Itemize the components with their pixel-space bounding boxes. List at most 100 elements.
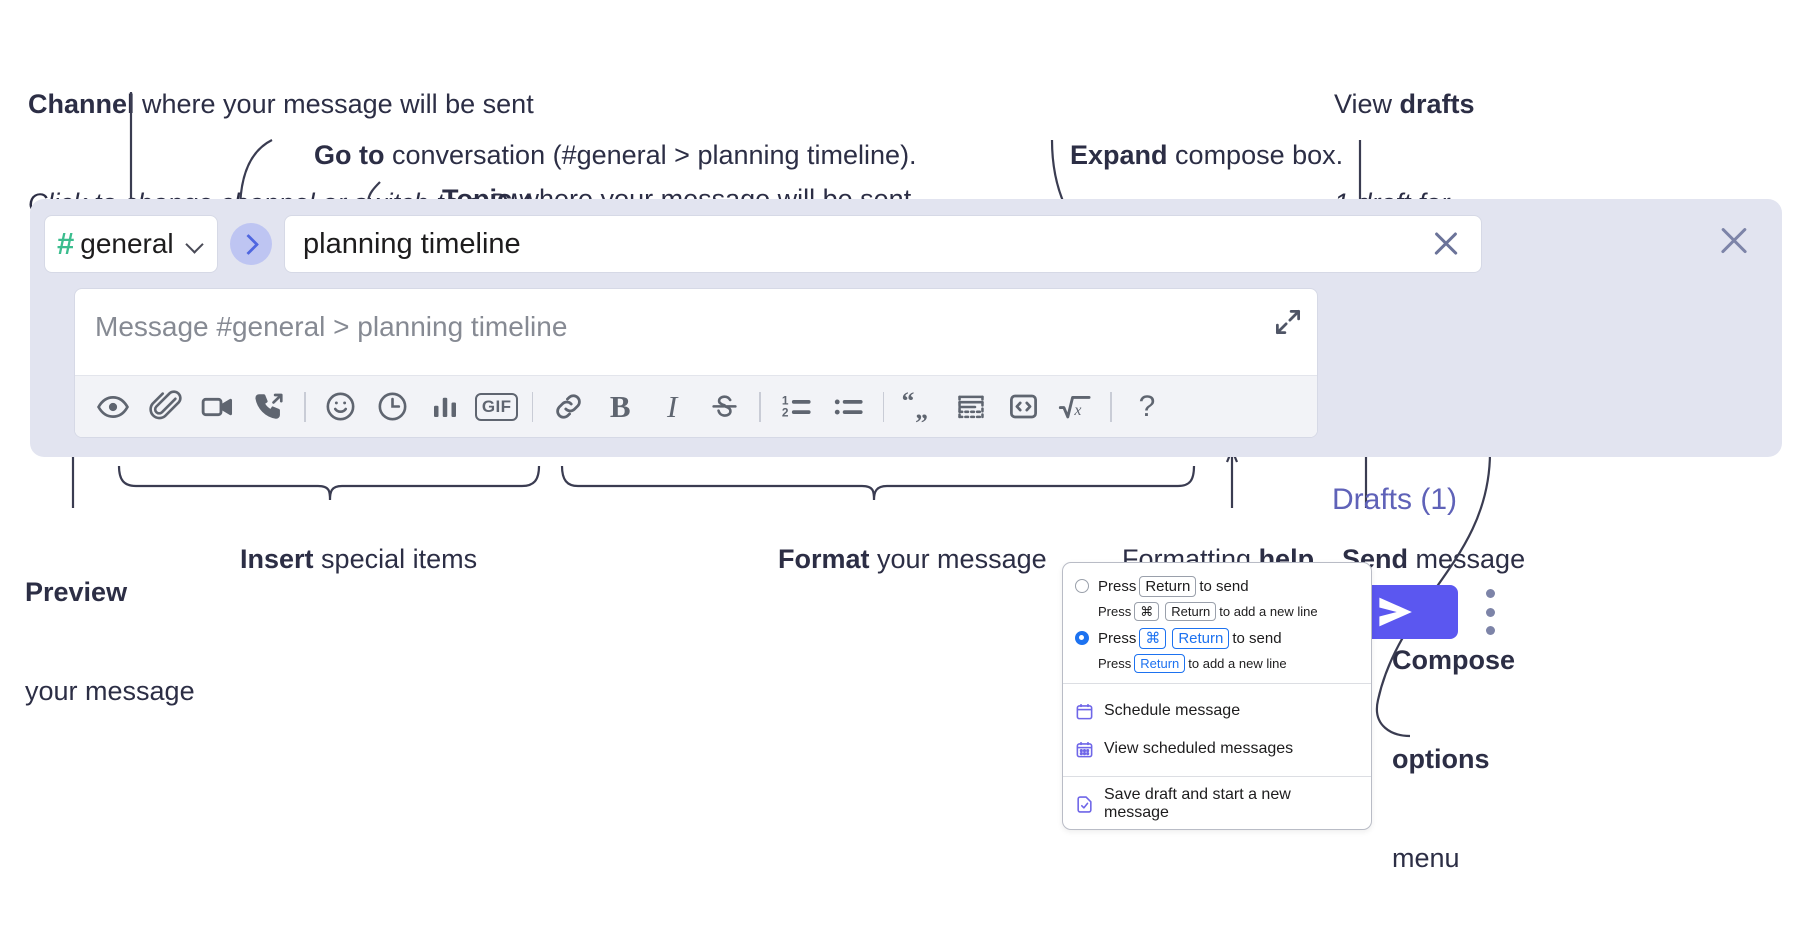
option2-sub-pre: Press <box>1098 655 1132 671</box>
annotation-expand-bold: Expand <box>1070 139 1168 170</box>
annotation-compose-options-bold2: options <box>1392 743 1490 774</box>
draft-check-icon <box>1077 795 1092 813</box>
message-placeholder: Message #general > planning timeline <box>95 311 568 342</box>
option2-sub-post: to add a new line <box>1188 655 1287 671</box>
option1-post: to send <box>1199 577 1249 595</box>
menu-option-return-to-send[interactable]: Press Return to send <box>1063 573 1371 599</box>
bulleted-list-icon[interactable] <box>822 384 874 430</box>
chevron-down-icon <box>185 234 205 254</box>
annotation-compose-options-rest: menu <box>1392 842 1460 873</box>
formatting-toolbar: GIF B I <box>75 375 1317 437</box>
message-input-box[interactable]: Message #general > planning timeline <box>74 288 1318 438</box>
option1-sub-key1: ⌘ <box>1134 601 1160 621</box>
toolbar-divider <box>304 391 306 422</box>
toolbar-divider <box>882 391 885 422</box>
code-block-icon[interactable] <box>945 384 997 430</box>
bold-label: B <box>609 388 631 424</box>
gif-label: GIF <box>474 392 519 421</box>
clock-icon[interactable] <box>367 384 419 430</box>
menu-item-save-draft[interactable]: Save draft and start a new message <box>1063 785 1371 823</box>
radio-unselected-icon[interactable] <box>1075 579 1089 593</box>
option2-pre: Press <box>1098 629 1137 647</box>
svg-text:1: 1 <box>782 393 789 407</box>
compose-options-menu: Press Return to send Press ⌘ Return to a… <box>1062 562 1372 830</box>
ordered-list-icon[interactable]: 1 2 <box>770 384 822 430</box>
option1-sub-pre: Press <box>1098 603 1132 619</box>
video-icon[interactable] <box>191 384 243 430</box>
annotation-channel-rest: where your message will be sent <box>134 88 534 119</box>
svg-text:„: „ <box>916 395 929 424</box>
help-icon[interactable]: ? <box>1121 384 1173 430</box>
toolbar-divider <box>1110 391 1112 422</box>
channel-selector[interactable]: # general <box>44 215 218 273</box>
drafts-link[interactable]: Drafts (1) <box>1332 483 1458 516</box>
emoji-icon[interactable] <box>315 384 367 430</box>
annotation-expand-rest: compose box. <box>1167 139 1344 170</box>
annotation-drafts-plain: View <box>1334 88 1400 119</box>
menu-item-view-scheduled-messages[interactable]: View scheduled messages <box>1063 730 1371 768</box>
italic-label: I <box>667 388 678 424</box>
annotation-drafts-bold: drafts <box>1399 88 1475 119</box>
annotation-insert-rest: special items <box>313 543 478 574</box>
annotation-goto: Go to conversation (#general > planning … <box>284 106 917 205</box>
option1-key: Return <box>1139 575 1197 597</box>
annotation-format: Format your message <box>748 510 1047 609</box>
annotation-preview-rest: your message <box>25 675 195 706</box>
topic-input[interactable]: planning timeline <box>284 215 1482 273</box>
send-arrow-icon <box>1378 597 1412 627</box>
option1-sub-key2: Return <box>1165 601 1217 621</box>
menu-option1-subtext: Press ⌘ Return to add a new line <box>1063 599 1371 623</box>
menu-item-schedule-message[interactable]: Schedule message <box>1063 692 1371 730</box>
attachment-icon[interactable] <box>139 384 191 430</box>
clear-topic-icon[interactable] <box>1429 227 1463 261</box>
expand-icon[interactable] <box>1273 307 1303 337</box>
annotation-channel-bold: Channel <box>28 88 135 119</box>
close-icon[interactable] <box>1716 223 1752 259</box>
menu-divider <box>1063 776 1371 777</box>
calendar-grid-icon <box>1076 741 1093 757</box>
option2-post: to send <box>1232 629 1282 647</box>
strikethrough-icon[interactable] <box>698 384 750 430</box>
go-to-conversation-button[interactable] <box>230 223 272 265</box>
annotation-format-rest: your message <box>869 543 1047 574</box>
option2-key1: ⌘ <box>1139 627 1167 649</box>
svg-text:“: “ <box>902 389 915 415</box>
toolbar-divider <box>759 391 761 422</box>
kebab-dot <box>1485 589 1495 598</box>
annotation-goto-bold: Go to <box>314 139 385 170</box>
annotation-goto-rest: conversation (#general > planning timeli… <box>384 139 917 170</box>
menu-option-cmd-return-to-send[interactable]: Press ⌘ Return to send <box>1063 625 1371 651</box>
option1-pre: Press <box>1098 577 1137 595</box>
poll-icon[interactable] <box>419 384 471 430</box>
annotation-preview: Preview your message <box>25 510 195 774</box>
annotation-format-bold: Format <box>778 543 870 574</box>
option2-key2: Return <box>1172 627 1230 649</box>
annotation-insert-bold: Insert <box>240 543 314 574</box>
compose-panel: # general planning timeline Message #gen… <box>30 199 1782 639</box>
inline-code-icon[interactable] <box>997 384 1049 430</box>
radio-selected-icon[interactable] <box>1075 631 1089 645</box>
toolbar-divider <box>531 391 534 422</box>
latex-icon[interactable]: x <box>1049 384 1101 430</box>
menu-item-label: Schedule message <box>1104 702 1241 719</box>
kebab-dot <box>1485 626 1495 635</box>
menu-item-label: View scheduled messages <box>1104 740 1294 757</box>
blockquote-icon[interactable]: “ „ <box>893 384 945 430</box>
kebab-dot <box>1485 607 1495 617</box>
menu-option2-subtext: Press Return to add a new line <box>1063 651 1371 675</box>
gif-icon[interactable]: GIF <box>471 384 523 430</box>
hash-icon: # <box>57 225 75 261</box>
huddle-call-icon[interactable] <box>243 384 295 430</box>
bold-icon[interactable]: B <box>594 384 646 430</box>
link-icon[interactable] <box>542 384 594 430</box>
menu-item-label: Save draft and start a new message <box>1104 786 1291 821</box>
compose-options-button[interactable] <box>1485 589 1495 635</box>
preview-icon[interactable] <box>87 384 139 430</box>
annotation-compose-options-bold1: Compose <box>1392 644 1516 675</box>
italic-icon[interactable]: I <box>646 384 698 430</box>
annotation-preview-bold: Preview <box>25 576 128 607</box>
help-label: ? <box>1138 389 1156 423</box>
option1-sub-post: to add a new line <box>1219 603 1318 619</box>
annotation-expand: Expand compose box. <box>1040 106 1343 205</box>
